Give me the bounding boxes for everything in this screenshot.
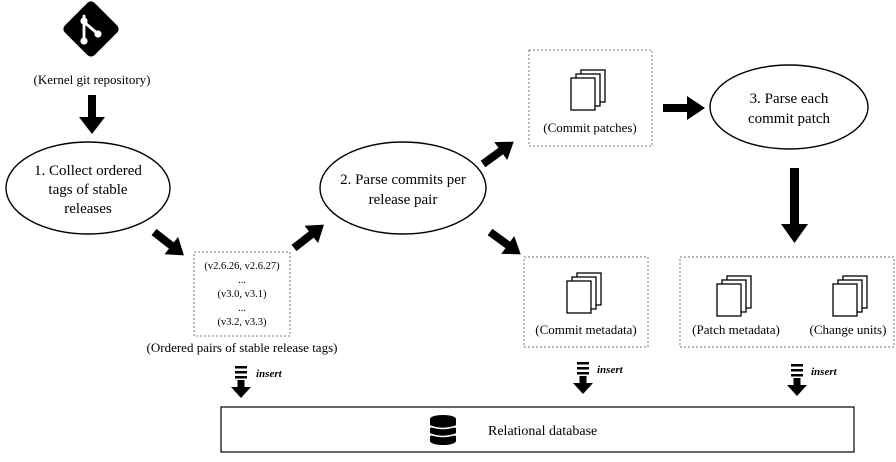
arrow-repo-to-collect (79, 95, 105, 134)
tag-pair-item: (v3.0, v3.1) (218, 289, 267, 300)
insert-label: insert (597, 364, 624, 376)
step-parse-commits: 2. Parse commits per release pair (319, 141, 487, 235)
repository-caption: (Kernel git repository) (34, 72, 151, 87)
step-collect-tags: 1. Collect ordered tags of stable releas… (5, 141, 171, 235)
tag-pair-item: (v2.6.26, v2.6.27) (204, 261, 280, 272)
insert-arrow-pairs: insert (231, 366, 283, 398)
commit-metadata-label: (Commit metadata) (535, 322, 636, 337)
insert-arrow-metadata: insert (573, 362, 624, 394)
change-units-label: (Change units) (810, 322, 887, 337)
insert-label: insert (811, 366, 838, 378)
document-stack-icon (570, 69, 606, 111)
database-label: Relational database (488, 424, 597, 439)
arrow-parse-patch-to-outputs (781, 168, 808, 243)
arrow-parse-to-patches (480, 141, 514, 168)
commit-patches-box: (Commit patches) (528, 49, 653, 147)
step-collect-line-3: releases (64, 201, 112, 217)
commit-patches-label: (Commit patches) (543, 120, 637, 135)
step-parse-commits-line-1: 2. Parse commits per (340, 172, 466, 188)
arrow-patches-to-parse-patch (663, 96, 705, 120)
step-parse-patch-line-1: 3. Parse each (750, 91, 829, 107)
step-parse-commits-line-2: release pair (369, 192, 438, 208)
arrow-collect-to-pairs (151, 228, 184, 256)
relational-database-box: Relational database (220, 406, 855, 453)
document-stack-icon (832, 275, 868, 317)
patch-outputs-box: (Patch metadata) (Change units) (679, 256, 895, 348)
step-parse-patch-line-2: commit patch (748, 111, 831, 127)
insert-arrow-outputs: insert (787, 364, 838, 396)
tag-pairs-box: (v2.6.26, v2.6.27) ... (v3.0, v3.1) ... … (193, 251, 291, 337)
database-icon (429, 415, 457, 445)
patch-metadata-label: (Patch metadata) (692, 322, 780, 337)
step-collect-line-2: tags of stable (48, 182, 127, 198)
tag-pair-item: (v3.2, v3.3) (218, 317, 267, 328)
tag-pair-ellipsis: ... (238, 303, 246, 314)
insert-label: insert (256, 368, 283, 380)
document-stack-icon (716, 275, 752, 317)
commit-metadata-box: (Commit metadata) (523, 256, 649, 348)
arrow-pairs-to-parse (291, 224, 324, 252)
tag-pair-ellipsis: ... (238, 275, 246, 286)
step-parse-patch: 3. Parse each commit patch (709, 64, 869, 150)
tag-pairs-caption: (Ordered pairs of stable release tags) (147, 340, 338, 355)
document-stack-icon (566, 272, 602, 314)
git-logo-icon (63, 1, 119, 57)
arrow-parse-to-metadata (487, 228, 521, 255)
step-collect-line-1: 1. Collect ordered (34, 163, 142, 179)
